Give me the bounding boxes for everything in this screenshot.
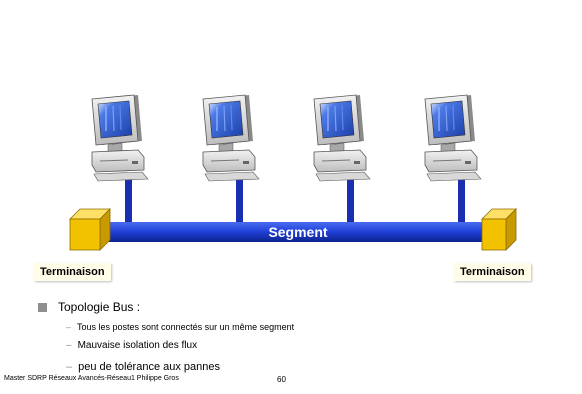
page-number: 60 — [277, 375, 286, 384]
terminator-left — [69, 208, 111, 251]
sub-item-3: –peu de tolérance aux pannes — [66, 361, 220, 373]
workstation-2 — [202, 94, 260, 182]
terminator-left-label: Terminaison — [34, 263, 111, 281]
workstation-3 — [313, 94, 371, 182]
main-bullet-text: Topologie Bus : — [58, 300, 141, 314]
bus-segment — [100, 222, 492, 242]
bus-segment-label: Segment — [268, 224, 327, 240]
workstation-1 — [91, 94, 149, 182]
drop-cable-2 — [236, 175, 243, 225]
main-bullet: Topologie Bus : — [38, 300, 140, 314]
slide-footer: Master SDRP Réseaux Avancés-Réseau1 Phil… — [4, 375, 179, 382]
dash-bullet-icon: – — [66, 361, 73, 373]
sub-item-2: –Mauvaise isolation des flux — [66, 340, 197, 351]
sub-item-2-text: Mauvaise isolation des flux — [77, 340, 198, 351]
dash-bullet-icon: – — [66, 322, 72, 332]
sub-item-1-text: Tous les postes sont connectés sur un mê… — [77, 322, 295, 332]
drop-cable-4 — [458, 175, 465, 225]
drop-cable-1 — [125, 175, 132, 225]
square-bullet-icon — [38, 302, 47, 312]
dash-bullet-icon: – — [66, 340, 72, 351]
sub-item-3-text: peu de tolérance aux pannes — [78, 361, 221, 373]
workstation-4 — [424, 94, 482, 182]
terminator-right-label: Terminaison — [454, 263, 531, 281]
drop-cable-3 — [347, 175, 354, 225]
terminator-right — [481, 208, 517, 251]
sub-item-1: –Tous les postes sont connectés sur un m… — [66, 322, 294, 332]
